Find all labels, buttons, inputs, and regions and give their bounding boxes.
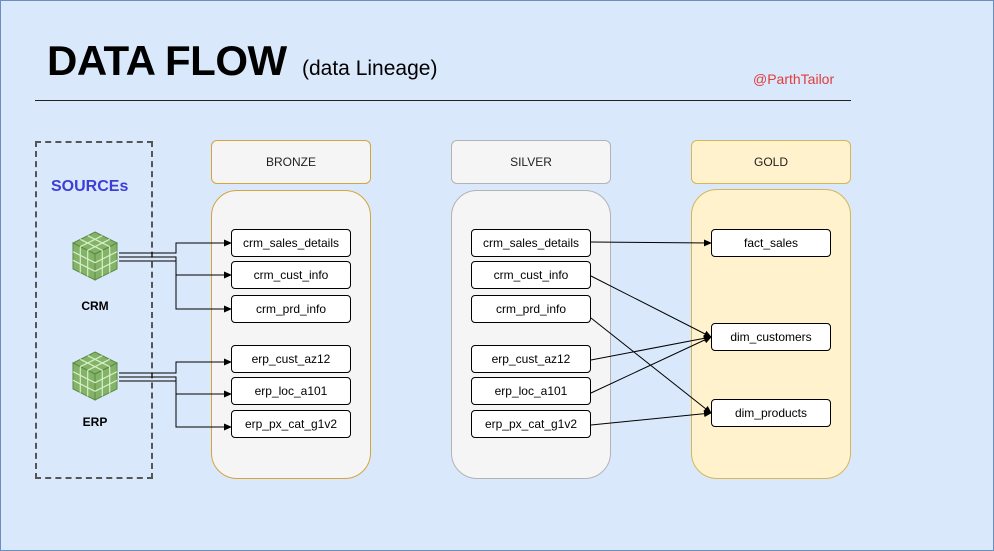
connector-erp-cust-az12 — [119, 358, 232, 374]
crm-database-cube-icon — [71, 231, 119, 281]
bronze-table-crm-cust-info[interactable]: crm_cust_info — [231, 261, 351, 289]
bronze-table-crm-prd-info[interactable]: crm_prd_info — [231, 295, 351, 323]
connector-crm-sales-details — [119, 239, 232, 254]
gold-table-dim-customers[interactable]: dim_customers — [711, 323, 831, 351]
connector-cust-info-to-dim-customers — [590, 275, 712, 338]
connector-sales-to-fact-sales — [590, 239, 712, 247]
bronze-layer-header: BRONZE — [211, 140, 371, 184]
silver-table-crm-sales-details[interactable]: crm_sales_details — [471, 229, 591, 257]
silver-table-erp-loc-a101[interactable]: erp_loc_a101 — [471, 377, 591, 405]
bronze-table-crm-sales-details[interactable]: crm_sales_details — [231, 229, 351, 257]
silver-table-erp-cust-az12[interactable]: erp_cust_az12 — [471, 345, 591, 373]
title-divider — [35, 100, 851, 101]
gold-layer-label: GOLD — [753, 155, 788, 169]
bronze-table-erp-cust-az12[interactable]: erp_cust_az12 — [231, 345, 351, 373]
connector-erp-loc-a101 — [119, 376, 232, 398]
bronze-table-erp-loc-a101[interactable]: erp_loc_a101 — [231, 377, 351, 405]
silver-layer-label: SILVER — [510, 155, 552, 169]
bronze-table-erp-px-cat-g1v2[interactable]: erp_px_cat_g1v2 — [231, 410, 351, 438]
connector-crm-prd-info — [119, 260, 232, 313]
connector-cust-az12-to-dim-customers — [590, 334, 712, 361]
gold-layer-header: GOLD — [691, 140, 851, 184]
erp-database-cube-icon — [71, 351, 119, 401]
sources-label: SOURCEs — [51, 178, 129, 195]
author-handle: @ParthTailor — [753, 71, 835, 87]
connector-px-cat-to-dim-products — [590, 410, 712, 426]
connector-erp-px-cat — [119, 380, 232, 431]
gold-table-dim-products[interactable]: dim_products — [711, 399, 831, 427]
page-title: DATA FLOW — [47, 37, 287, 84]
silver-layer-header: SILVER — [451, 140, 611, 184]
bronze-layer-label: BRONZE — [265, 155, 316, 169]
page-subtitle: (data Lineage) — [302, 57, 438, 80]
sources-container — [35, 141, 153, 479]
silver-table-crm-cust-info[interactable]: crm_cust_info — [471, 261, 591, 289]
silver-table-crm-prd-info[interactable]: crm_prd_info — [471, 295, 591, 323]
source-name-erp: ERP — [82, 415, 108, 429]
silver-table-erp-px-cat-g1v2[interactable]: erp_px_cat_g1v2 — [471, 410, 591, 438]
connector-prd-info-to-dim-products — [590, 317, 712, 414]
gold-table-fact-sales[interactable]: fact_sales — [711, 229, 831, 257]
source-name-crm: CRM — [81, 299, 109, 313]
connector-crm-cust-info — [119, 256, 232, 279]
